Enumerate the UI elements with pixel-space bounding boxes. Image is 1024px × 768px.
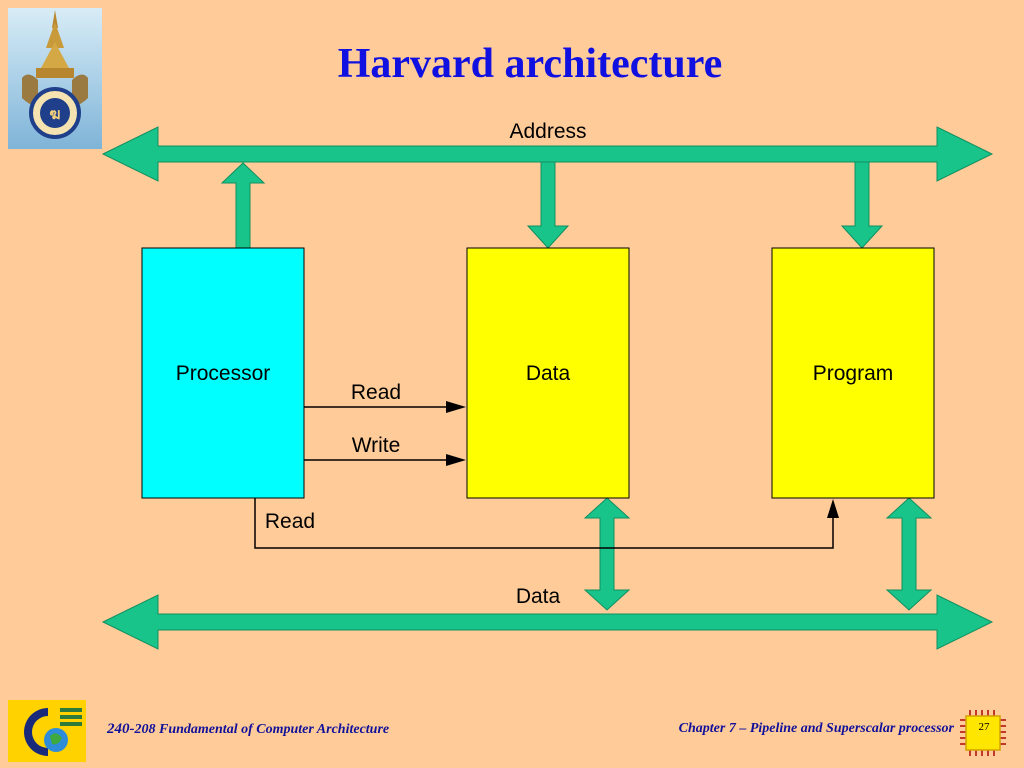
read-label: Read (351, 381, 401, 404)
program-read-arrowhead (827, 499, 839, 518)
data-bus-label: Data (516, 585, 561, 608)
course-code: 240- (107, 721, 135, 737)
write-arrowhead (446, 454, 466, 466)
read-arrowhead (446, 401, 466, 413)
data-memory-block (466, 247, 630, 499)
data-bus (101, 594, 994, 650)
address-program-arrow (840, 161, 884, 249)
program-memory-bus-arrow (885, 497, 933, 611)
page-number: 27 (978, 721, 990, 733)
department-logo (8, 700, 86, 762)
program-read-line (254, 498, 834, 549)
program-read-label: Read (265, 510, 315, 533)
address-bus (101, 126, 994, 182)
university-logo: ฆ (8, 8, 102, 149)
data-memory-bus-arrow (583, 497, 631, 611)
chip-icon (960, 710, 1006, 756)
program-memory-label: Program (813, 362, 894, 385)
chapter-footer: Chapter 7 – Pipeline and Superscalar pro… (678, 721, 954, 736)
address-bus-label: Address (509, 120, 586, 143)
svg-text:ฆ: ฆ (49, 106, 60, 123)
course-title: 208 Fundamental of Computer Architecture (134, 722, 390, 737)
program-memory-block (771, 247, 935, 499)
processor-block (141, 247, 305, 499)
data-memory-label: Data (526, 362, 571, 385)
processor-label: Processor (176, 362, 271, 385)
slide-title: Harvard architecture (337, 41, 723, 87)
processor-address-arrow (220, 162, 266, 249)
write-label: Write (352, 434, 401, 457)
course-footer: 240-208 Fundamental of Computer Architec… (107, 721, 389, 738)
address-data-arrow (526, 161, 570, 249)
